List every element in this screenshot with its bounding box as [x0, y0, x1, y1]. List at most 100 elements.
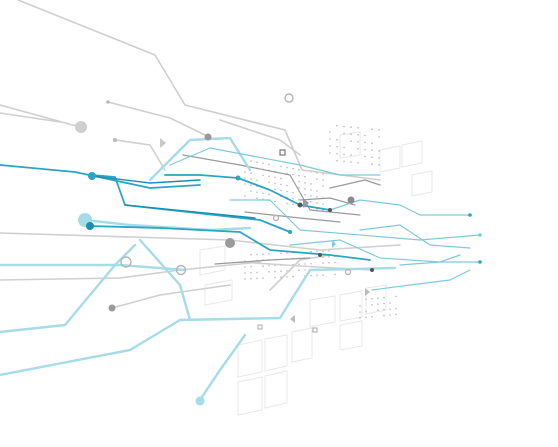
gray-traces [0, 0, 401, 309]
grid-dot [304, 188, 306, 190]
grid-dot [359, 317, 361, 319]
grid-dot [357, 134, 359, 136]
grid-dot [389, 308, 391, 310]
grid-dot [274, 182, 276, 185]
grid-dot [250, 277, 252, 280]
grid-dot [336, 159, 338, 162]
grid-dot [365, 298, 367, 301]
grid-dot [268, 193, 270, 196]
grid-dot [268, 253, 270, 255]
grid-dot [250, 271, 252, 274]
grid-dot [292, 167, 294, 170]
grid-dot [280, 189, 282, 192]
grid-dot [383, 296, 385, 299]
grid-dot [298, 269, 300, 272]
ring-nodes [120, 93, 352, 276]
grid-dot [298, 263, 300, 266]
grid-dot [286, 190, 288, 193]
grid-dot [256, 191, 258, 193]
grid-dot [310, 274, 312, 277]
grid-dot [395, 295, 397, 298]
grid-dot [298, 186, 300, 189]
grid-dot [336, 152, 338, 155]
grid-dot [250, 265, 252, 268]
grid-dot [395, 313, 397, 316]
grid-dot [268, 163, 270, 166]
grid-dot [350, 126, 352, 128]
grid-dot [316, 202, 318, 204]
grid-dot [359, 311, 361, 313]
grid-dot [316, 250, 318, 253]
teal-traces-dark [91, 175, 256, 219]
grid-dot [244, 195, 246, 197]
grid-dot [286, 166, 288, 169]
grid-dot [298, 168, 300, 171]
grid-dot [298, 174, 300, 177]
grid-dot [357, 148, 359, 150]
grid-dot [378, 150, 380, 152]
grid-dot [244, 278, 246, 280]
grid-dot [357, 162, 359, 164]
grid-dot [262, 277, 264, 279]
grid-dot [328, 255, 330, 258]
nodes [75, 100, 482, 406]
grid-dot [286, 276, 288, 278]
grid-dot [322, 173, 324, 175]
grid-dot [378, 157, 380, 159]
grid-dot [268, 175, 270, 178]
grid-dot [262, 192, 264, 195]
grid-dot [292, 275, 294, 278]
grid-dot [383, 302, 385, 305]
grid-dot [244, 177, 246, 179]
grid-dot [322, 274, 324, 276]
grid-dot [383, 308, 385, 311]
grid-dot [256, 277, 258, 280]
grid-dot [383, 314, 385, 317]
grid-dot [378, 164, 380, 166]
grid-dot [359, 305, 361, 307]
grid-dot [292, 173, 294, 176]
grid-dot [350, 133, 352, 135]
grid-dot [304, 194, 306, 196]
grid-dot [256, 161, 258, 163]
grid-dot [256, 197, 258, 199]
grid-dot [322, 179, 324, 181]
grid-dot [322, 185, 324, 187]
grid-dot [280, 177, 282, 180]
grid-dot [310, 195, 312, 197]
grid-dot [389, 302, 391, 304]
gray-traces-dark [182, 154, 381, 265]
grid-dot [310, 189, 312, 191]
grid-dot [244, 272, 246, 274]
grid-dot [304, 269, 306, 271]
grid-dot [343, 146, 345, 149]
grid-dot [292, 203, 294, 206]
grid-dot [334, 273, 336, 276]
grid-dot [343, 125, 345, 128]
grid-dot [310, 262, 312, 265]
grid-dot [322, 203, 324, 205]
grid-dot [292, 191, 294, 194]
grid-dot [316, 178, 318, 180]
grid-dot [250, 160, 252, 162]
grid-dot [329, 138, 331, 140]
grid-dot [364, 141, 366, 144]
grid-dot [377, 297, 379, 300]
grid-dot [328, 250, 330, 252]
grid-dot [371, 128, 373, 130]
grid-dot [364, 148, 366, 151]
grid-dot [329, 131, 331, 133]
grid-dot [298, 180, 300, 183]
grid-dot [268, 265, 270, 267]
grid-dot [316, 274, 318, 277]
grid-dot [262, 162, 264, 165]
grid-dot [310, 201, 312, 203]
grid-dot [244, 183, 246, 185]
grid-dot [250, 253, 252, 256]
grid-dot [389, 314, 391, 316]
grid-dot [304, 176, 306, 178]
grid-dot [262, 174, 264, 177]
grid-dot [336, 145, 338, 148]
grid-dot [357, 141, 359, 143]
